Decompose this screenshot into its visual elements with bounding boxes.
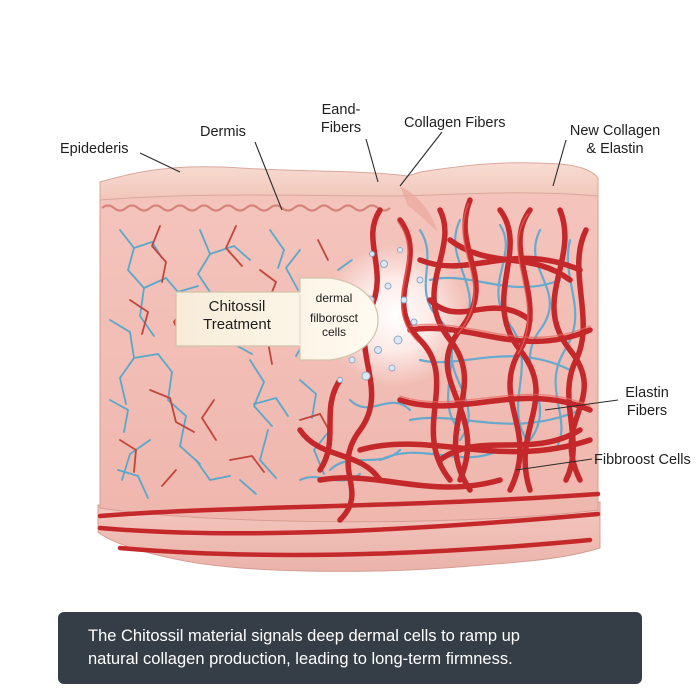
arrow-tip-line3: cells	[321, 325, 346, 339]
caption-line2: natural collagen production, leading to …	[88, 650, 513, 668]
arrow-tip-label: dermal filborosct cells	[304, 291, 364, 339]
treatment-line2: Treatment	[203, 316, 271, 333]
label-fibroblast-cells: Fibbroost Cells	[594, 452, 691, 468]
leader-lines	[139, 131, 619, 471]
label-elastin-fibers: Elastin Fibers	[618, 384, 676, 420]
label-elastin-line2: Fibers	[626, 403, 668, 419]
arrow-tip-line1: dermal	[315, 291, 353, 305]
label-band-fibers-line1: Eand-	[321, 102, 361, 118]
treatment-line1: Chitossil	[208, 298, 266, 315]
collagen-fibers	[297, 197, 593, 523]
treatment-label: Chitossil Treatment	[178, 298, 296, 334]
epidermis-layer	[99, 162, 599, 201]
label-new-collagen-line1: New Collagen	[569, 123, 661, 139]
lower-vessels	[97, 491, 601, 558]
label-elastin-line1: Elastin	[625, 385, 669, 401]
caption-line1: The Chitossil material signals deep derm…	[88, 627, 520, 645]
basement-membrane	[101, 204, 391, 212]
label-band-fibers-line2: Fibers	[320, 120, 362, 136]
arrow-tip-line2: filborosct	[309, 311, 359, 325]
label-collagen-fibers: Collagen Fibers	[404, 115, 506, 131]
blue-capillaries	[109, 229, 353, 499]
label-epidermis: Epidederis	[60, 141, 129, 157]
treatment-arrow	[175, 277, 379, 361]
label-band-fibers: Eand- Fibers	[316, 101, 366, 137]
label-new-collagen-line2: & Elastin	[586, 141, 644, 157]
label-dermis: Dermis	[200, 124, 246, 140]
label-new-collagen: New Collagen & Elastin	[565, 122, 665, 158]
caption-box: The Chitossil material signals deep derm…	[58, 612, 642, 684]
